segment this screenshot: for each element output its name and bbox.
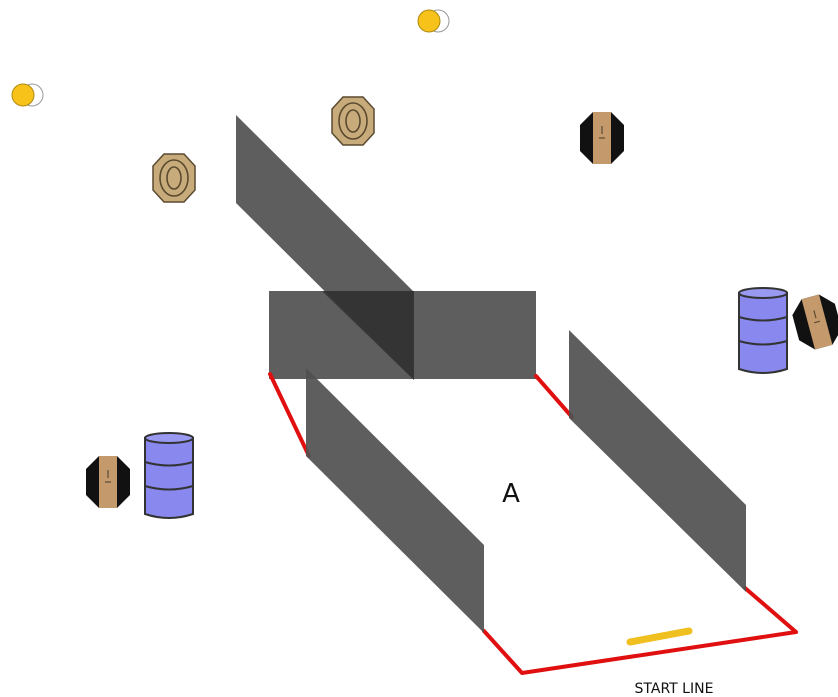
- fault-line: [268, 372, 311, 458]
- fault-line: [482, 586, 798, 675]
- barrel-icon: [738, 287, 788, 374]
- popper-icon: [11, 83, 44, 107]
- start-marker: [626, 627, 693, 646]
- left-side-wall: [306, 368, 484, 633]
- wall-overlap-shade: [322, 291, 414, 380]
- barrel-icon: [144, 432, 194, 519]
- right-side-wall: [569, 330, 746, 592]
- paper-target-icon: [152, 153, 196, 203]
- area-label: A: [502, 479, 520, 509]
- no-shoot-target-icon: [579, 111, 625, 165]
- paper-target-icon: [331, 96, 375, 146]
- fault-line: [534, 374, 574, 419]
- start-line-label: START LINE: [635, 681, 714, 697]
- popper-icon: [417, 9, 450, 33]
- no-shoot-target-icon: [788, 290, 838, 354]
- no-shoot-target-icon: [85, 455, 131, 509]
